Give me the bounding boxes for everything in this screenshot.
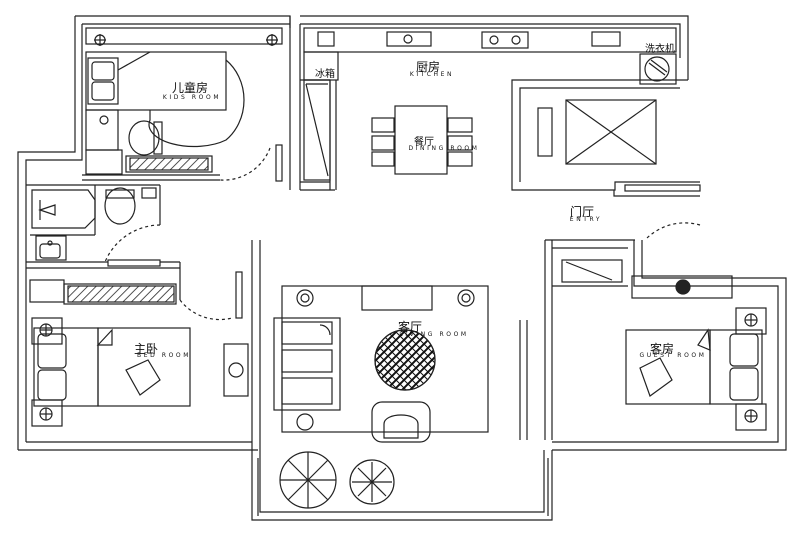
fridge-label: 冰箱 <box>315 69 335 80</box>
living-room-en-label: LIVING ROOM <box>399 331 469 338</box>
entry-en-label: ENTRY <box>569 216 603 223</box>
master-door-leaf <box>235 271 243 319</box>
guest-room-en-label: GUEST ROOM <box>639 352 707 359</box>
entry-door-leaf <box>624 184 701 192</box>
entry-label: 门厅 <box>569 205 594 219</box>
kitchen-fixtures <box>303 27 677 181</box>
kitchen-en-label: KITCHEN <box>409 71 455 78</box>
living-room-furniture <box>273 285 489 443</box>
kids-room-furniture <box>85 27 283 175</box>
balcony-plants <box>279 451 395 509</box>
dining-label: 餐厅 <box>414 137 434 148</box>
kids-room-label: 儿童房 <box>171 81 208 95</box>
bathroom-fixtures <box>31 187 157 261</box>
doors <box>104 147 701 321</box>
exterior-walls <box>17 15 787 521</box>
kitchen-label: 厨房 <box>415 60 440 74</box>
guest-room-furniture <box>561 259 767 431</box>
master-bedroom-label: 主卧 <box>133 342 158 356</box>
living-room-label: 客厅 <box>397 320 422 334</box>
master-bedroom-furniture <box>29 279 249 427</box>
dining-table <box>371 105 473 175</box>
washer-label: 洗衣机 <box>645 44 675 55</box>
bath-door-leaf <box>107 259 161 267</box>
kids-room-en-label: KIDS ROOM <box>162 94 222 101</box>
guest-room-label: 客房 <box>649 342 674 356</box>
master-bedroom-en-label: BED ROOM <box>136 352 192 359</box>
kids-door-leaf <box>275 144 283 182</box>
dining-en-label: DINING ROOM <box>408 145 480 152</box>
entry-cabinet <box>537 99 657 165</box>
